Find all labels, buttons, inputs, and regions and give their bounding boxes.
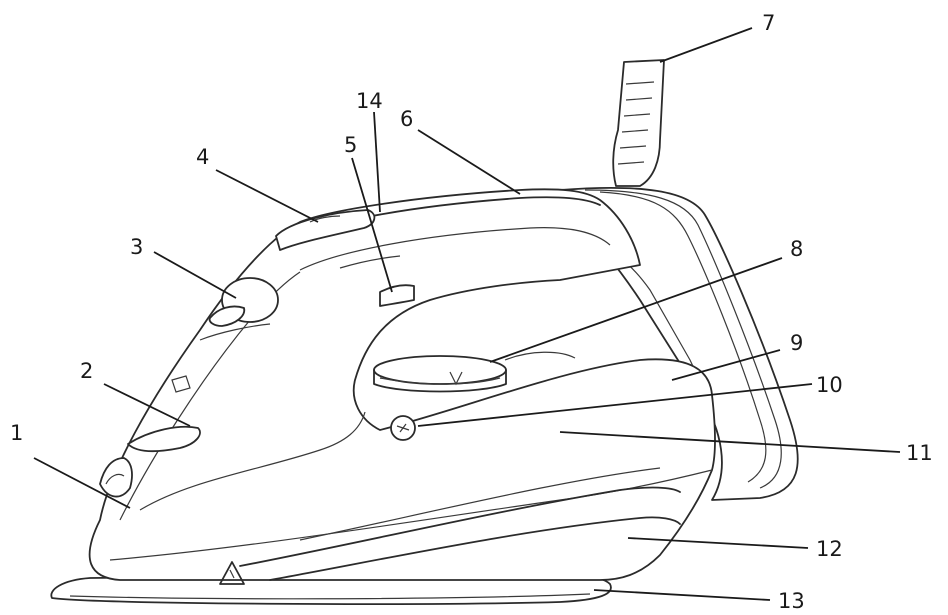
callout-1: 1 [10, 421, 23, 445]
iron-body [88, 188, 716, 581]
cord-guard [612, 59, 665, 187]
leader-line-10 [417, 383, 813, 427]
leader-line-7 [659, 27, 753, 63]
spray-nozzle [99, 457, 133, 498]
callout-5: 5 [344, 133, 357, 157]
callout-8: 8 [790, 237, 803, 261]
leader-line-9 [671, 349, 781, 381]
callout-14: 14 [356, 89, 383, 113]
callout-2: 2 [80, 359, 93, 383]
callout-9: 9 [790, 331, 803, 355]
steam-symbol-icon [171, 375, 191, 393]
leader-line-4 [215, 169, 319, 223]
callout-10: 10 [816, 373, 843, 397]
callout-13: 13 [778, 589, 805, 613]
callout-12: 12 [816, 537, 843, 561]
warning-triangle-icon [219, 561, 245, 585]
leader-line-12 [627, 537, 809, 549]
water-tank-cap [373, 355, 507, 385]
water-inlet [379, 284, 415, 307]
callout-6: 6 [400, 107, 413, 131]
leader-line-14 [373, 111, 381, 213]
leader-line-13 [593, 589, 771, 601]
leader-line-2 [103, 383, 191, 427]
callout-11: 11 [906, 441, 933, 465]
leader-line-1 [33, 457, 131, 509]
spray-button [127, 425, 201, 453]
leader-line-11 [559, 431, 901, 453]
callout-4: 4 [196, 145, 209, 169]
callout-3: 3 [130, 235, 143, 259]
leader-line-8 [489, 257, 783, 363]
soleplate [50, 572, 612, 605]
leader-line-6 [417, 129, 521, 195]
leader-line-5 [351, 157, 393, 293]
callout-7: 7 [762, 11, 775, 35]
leader-line-3 [153, 251, 237, 299]
